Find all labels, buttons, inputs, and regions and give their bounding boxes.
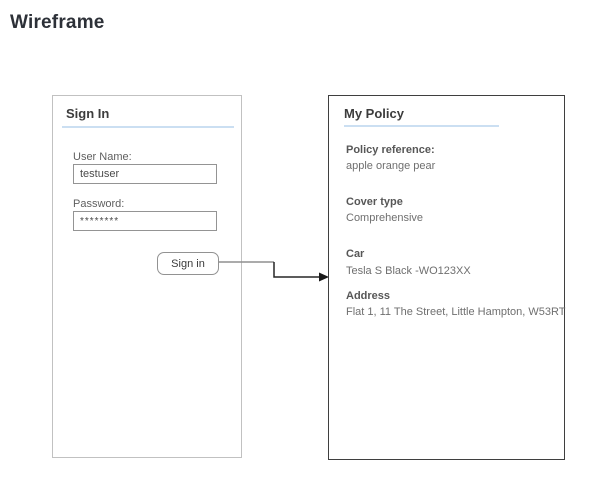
policy-reference-label: Policy reference: [346, 144, 435, 156]
policy-reference-value: apple orange pear [346, 160, 436, 172]
username-input[interactable] [73, 164, 217, 184]
policy-heading-underline [344, 125, 499, 127]
car-value: Tesla S Black -WO123XX [346, 265, 471, 277]
signin-heading: Sign In [66, 106, 110, 121]
signin-button[interactable]: Sign in [157, 252, 219, 275]
password-input[interactable] [73, 211, 217, 231]
cover-type-label: Cover type [346, 196, 403, 208]
address-value: Flat 1, 11 The Street, Little Hampton, W… [346, 306, 566, 318]
policy-panel: My Policy Policy reference: apple orange… [328, 95, 566, 460]
signin-heading-underline [62, 126, 234, 128]
car-label: Car [346, 248, 365, 260]
cover-type-value: Comprehensive [346, 212, 424, 224]
username-label: User Name: [73, 151, 132, 163]
signin-panel: Sign In User Name: Password: Sign in [52, 95, 242, 458]
address-label: Address [346, 290, 391, 302]
password-label: Password: [73, 198, 125, 210]
page-title: Wireframe [10, 12, 105, 33]
policy-heading: My Policy [344, 106, 404, 121]
